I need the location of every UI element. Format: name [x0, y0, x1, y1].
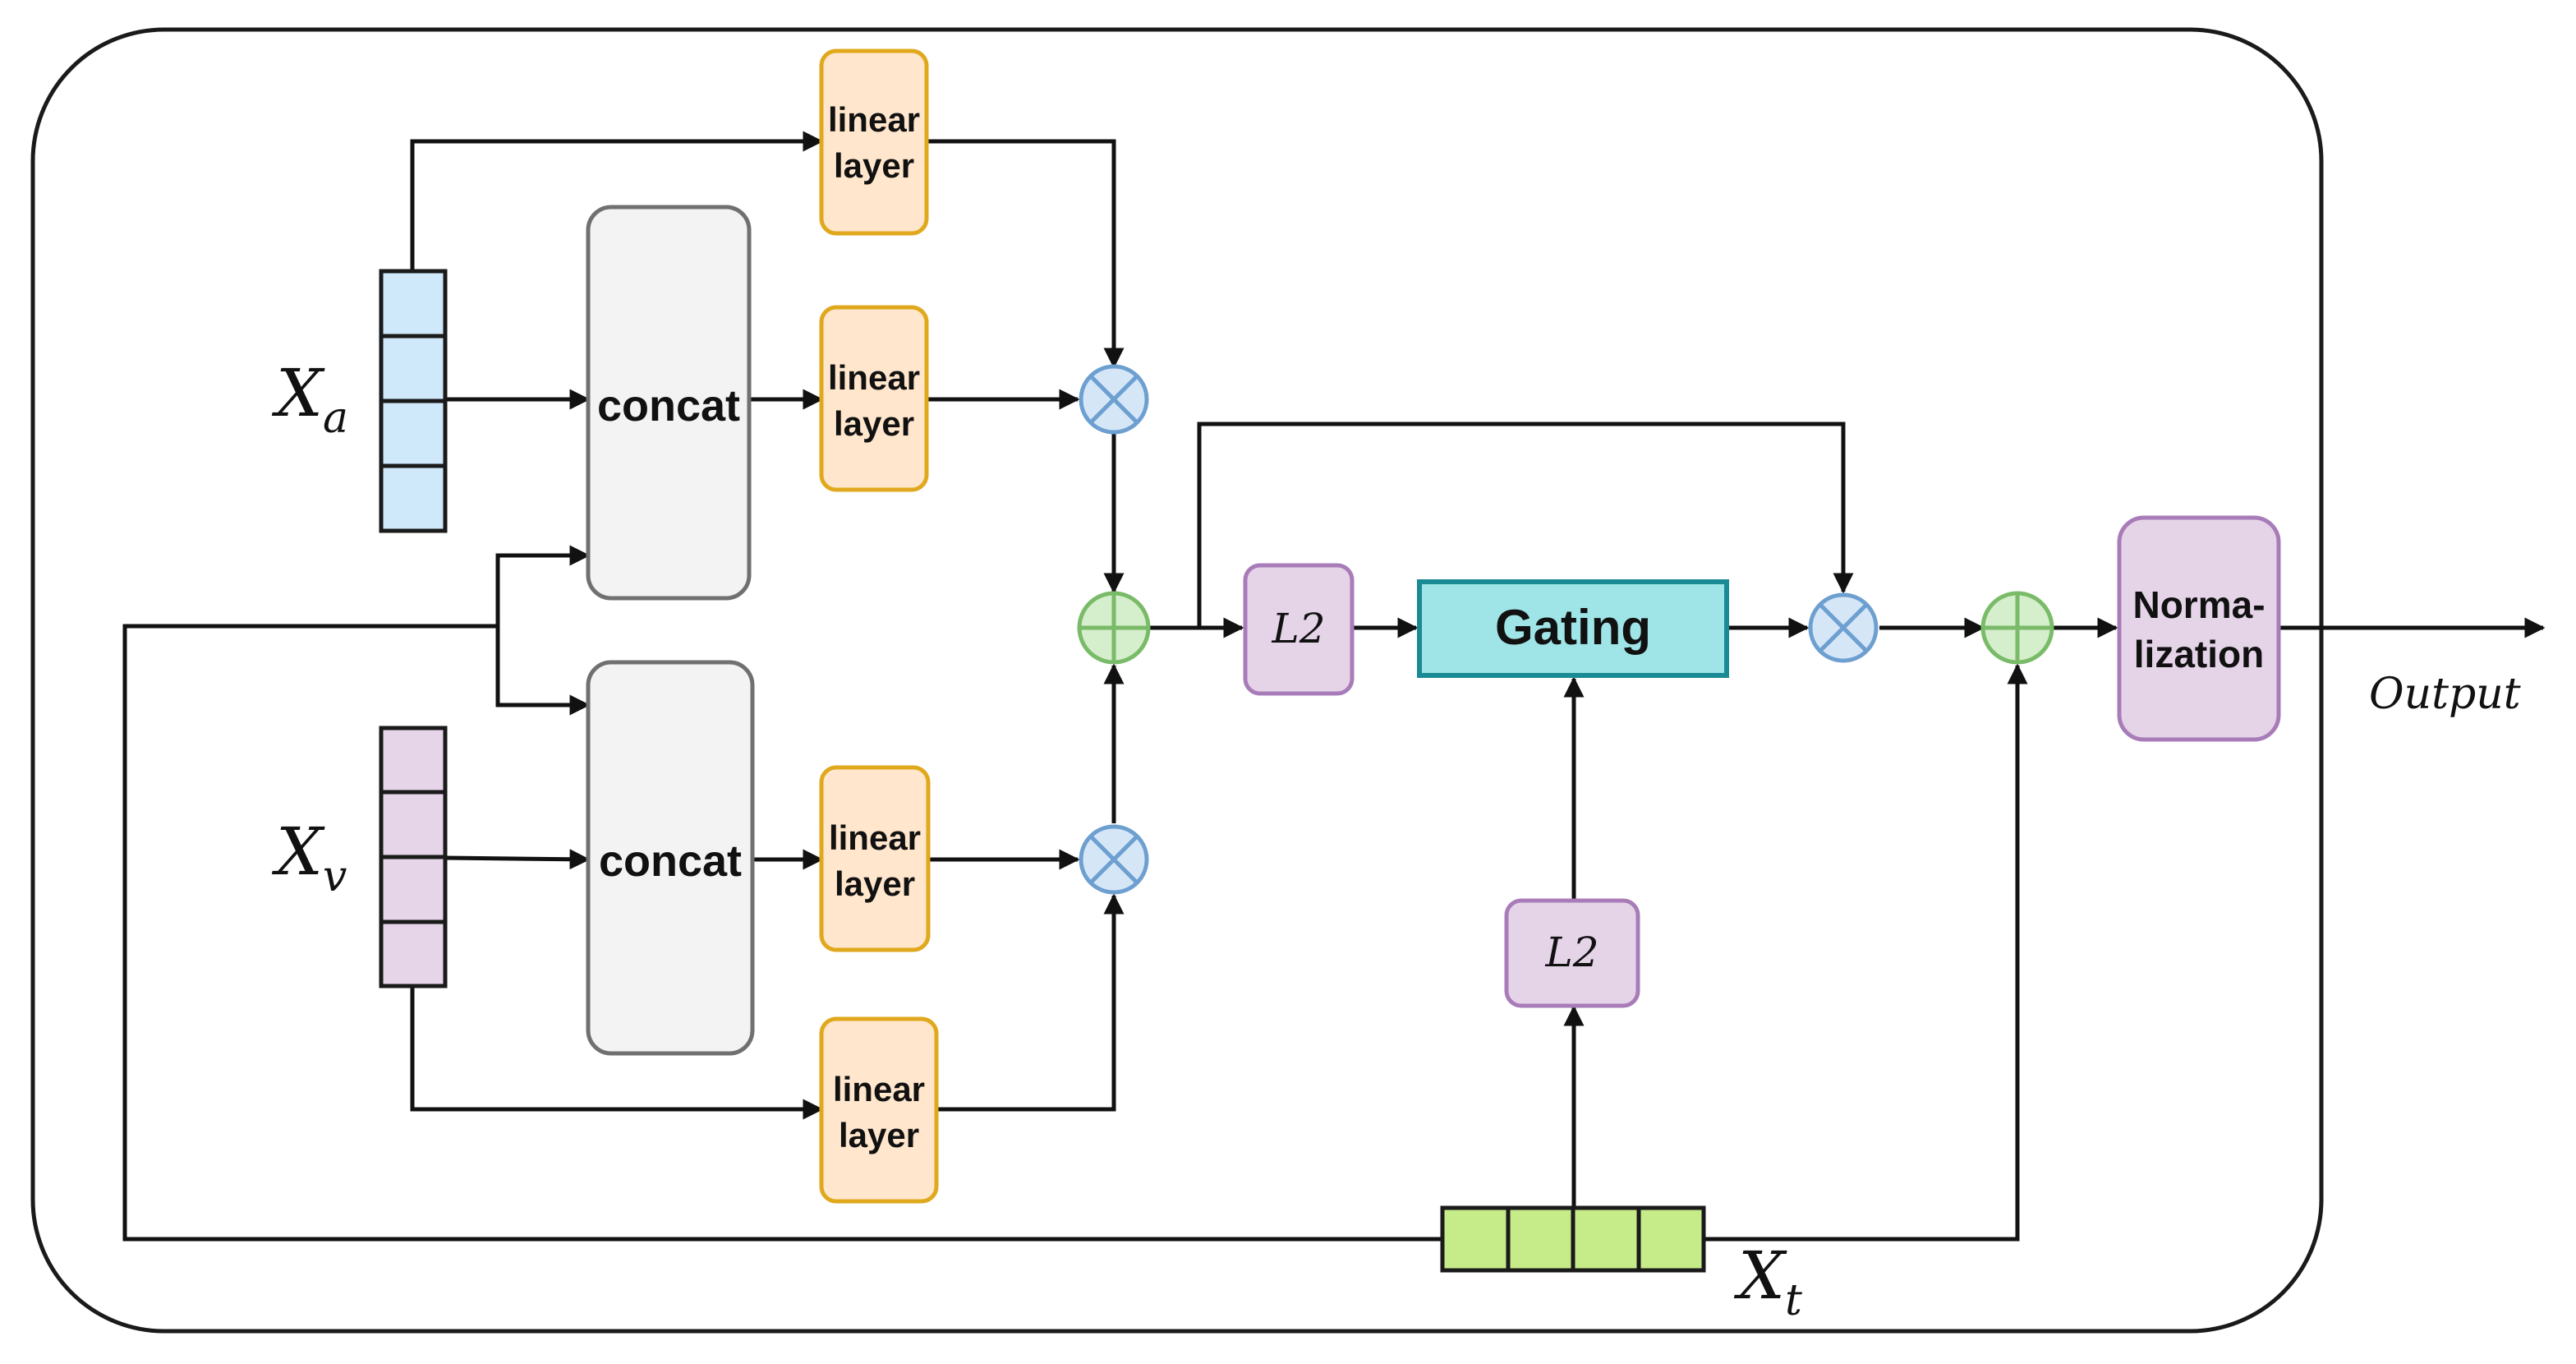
xa-vector: [379, 269, 448, 533]
linear-layer-2-line2: layer: [834, 404, 914, 443]
l2-bottom-label: L2: [1544, 929, 1598, 976]
normalization-line1: Norma-: [2132, 583, 2265, 626]
output-label: Output: [2369, 670, 2521, 719]
normalization-block: Norma- lization: [2117, 515, 2281, 742]
xv-vector: [379, 726, 448, 988]
l2-bottom-block: L2: [1504, 898, 1640, 1008]
linear-layer-2: linear layer: [819, 305, 929, 492]
linear-layer-4-line1: linear: [833, 1070, 925, 1108]
edge-xt-to-concat-top: [122, 545, 1444, 1242]
edge-xv-to-linear-4: [410, 986, 824, 1120]
edge-xt-to-add-right: [1705, 663, 2028, 1242]
edge-xt-to-concat-bottom: [495, 626, 591, 716]
concat-top-label: concat: [597, 381, 740, 431]
edge-linear-4-to-multiply-bottom: [936, 893, 1125, 1112]
linear-layer-3-line2: layer: [835, 864, 915, 903]
edge-skip-to-multiply-right: [1197, 422, 1854, 628]
linear-layer-2-line1: linear: [828, 358, 920, 397]
edge-xv-to-concat-bottom: [444, 849, 591, 870]
outer-frame: [30, 27, 2324, 1334]
connectors: [122, 131, 2546, 1242]
linear-layer-4-line2: layer: [839, 1116, 919, 1154]
xt-label: Xt: [1733, 1237, 1802, 1325]
linear-layer-3-line1: linear: [829, 818, 921, 857]
edge-linear-1-to-multiply-top: [927, 139, 1125, 369]
l2-top-block: L2: [1243, 563, 1355, 696]
linear-layer-4: linear layer: [819, 1016, 939, 1204]
linear-layer-3: linear layer: [819, 765, 931, 952]
l2-top-label: L2: [1271, 605, 1325, 652]
concat-bottom-block: concat: [586, 660, 755, 1056]
xa-label: Xa: [271, 355, 348, 443]
linear-layer-1-line1: linear: [828, 100, 920, 139]
add-left-icon: [1077, 591, 1151, 665]
concat-top-block: concat: [586, 205, 752, 601]
multiply-right-icon: [1808, 592, 1879, 663]
linear-layer-1: linear layer: [819, 48, 929, 236]
edge-xa-to-linear-1: [410, 131, 824, 271]
xt-vector: [1440, 1205, 1706, 1273]
normalization-line2: lization: [2134, 633, 2264, 675]
add-right-icon: [1980, 591, 2054, 665]
xv-label: Xv: [271, 813, 347, 901]
concat-bottom-label: concat: [599, 836, 742, 886]
multiply-bottom-icon: [1079, 824, 1149, 895]
gating-block: Gating: [1417, 579, 1729, 678]
multiply-top-icon: [1079, 364, 1149, 435]
gating-label: Gating: [1495, 600, 1651, 655]
linear-layer-1-line2: layer: [834, 146, 914, 185]
